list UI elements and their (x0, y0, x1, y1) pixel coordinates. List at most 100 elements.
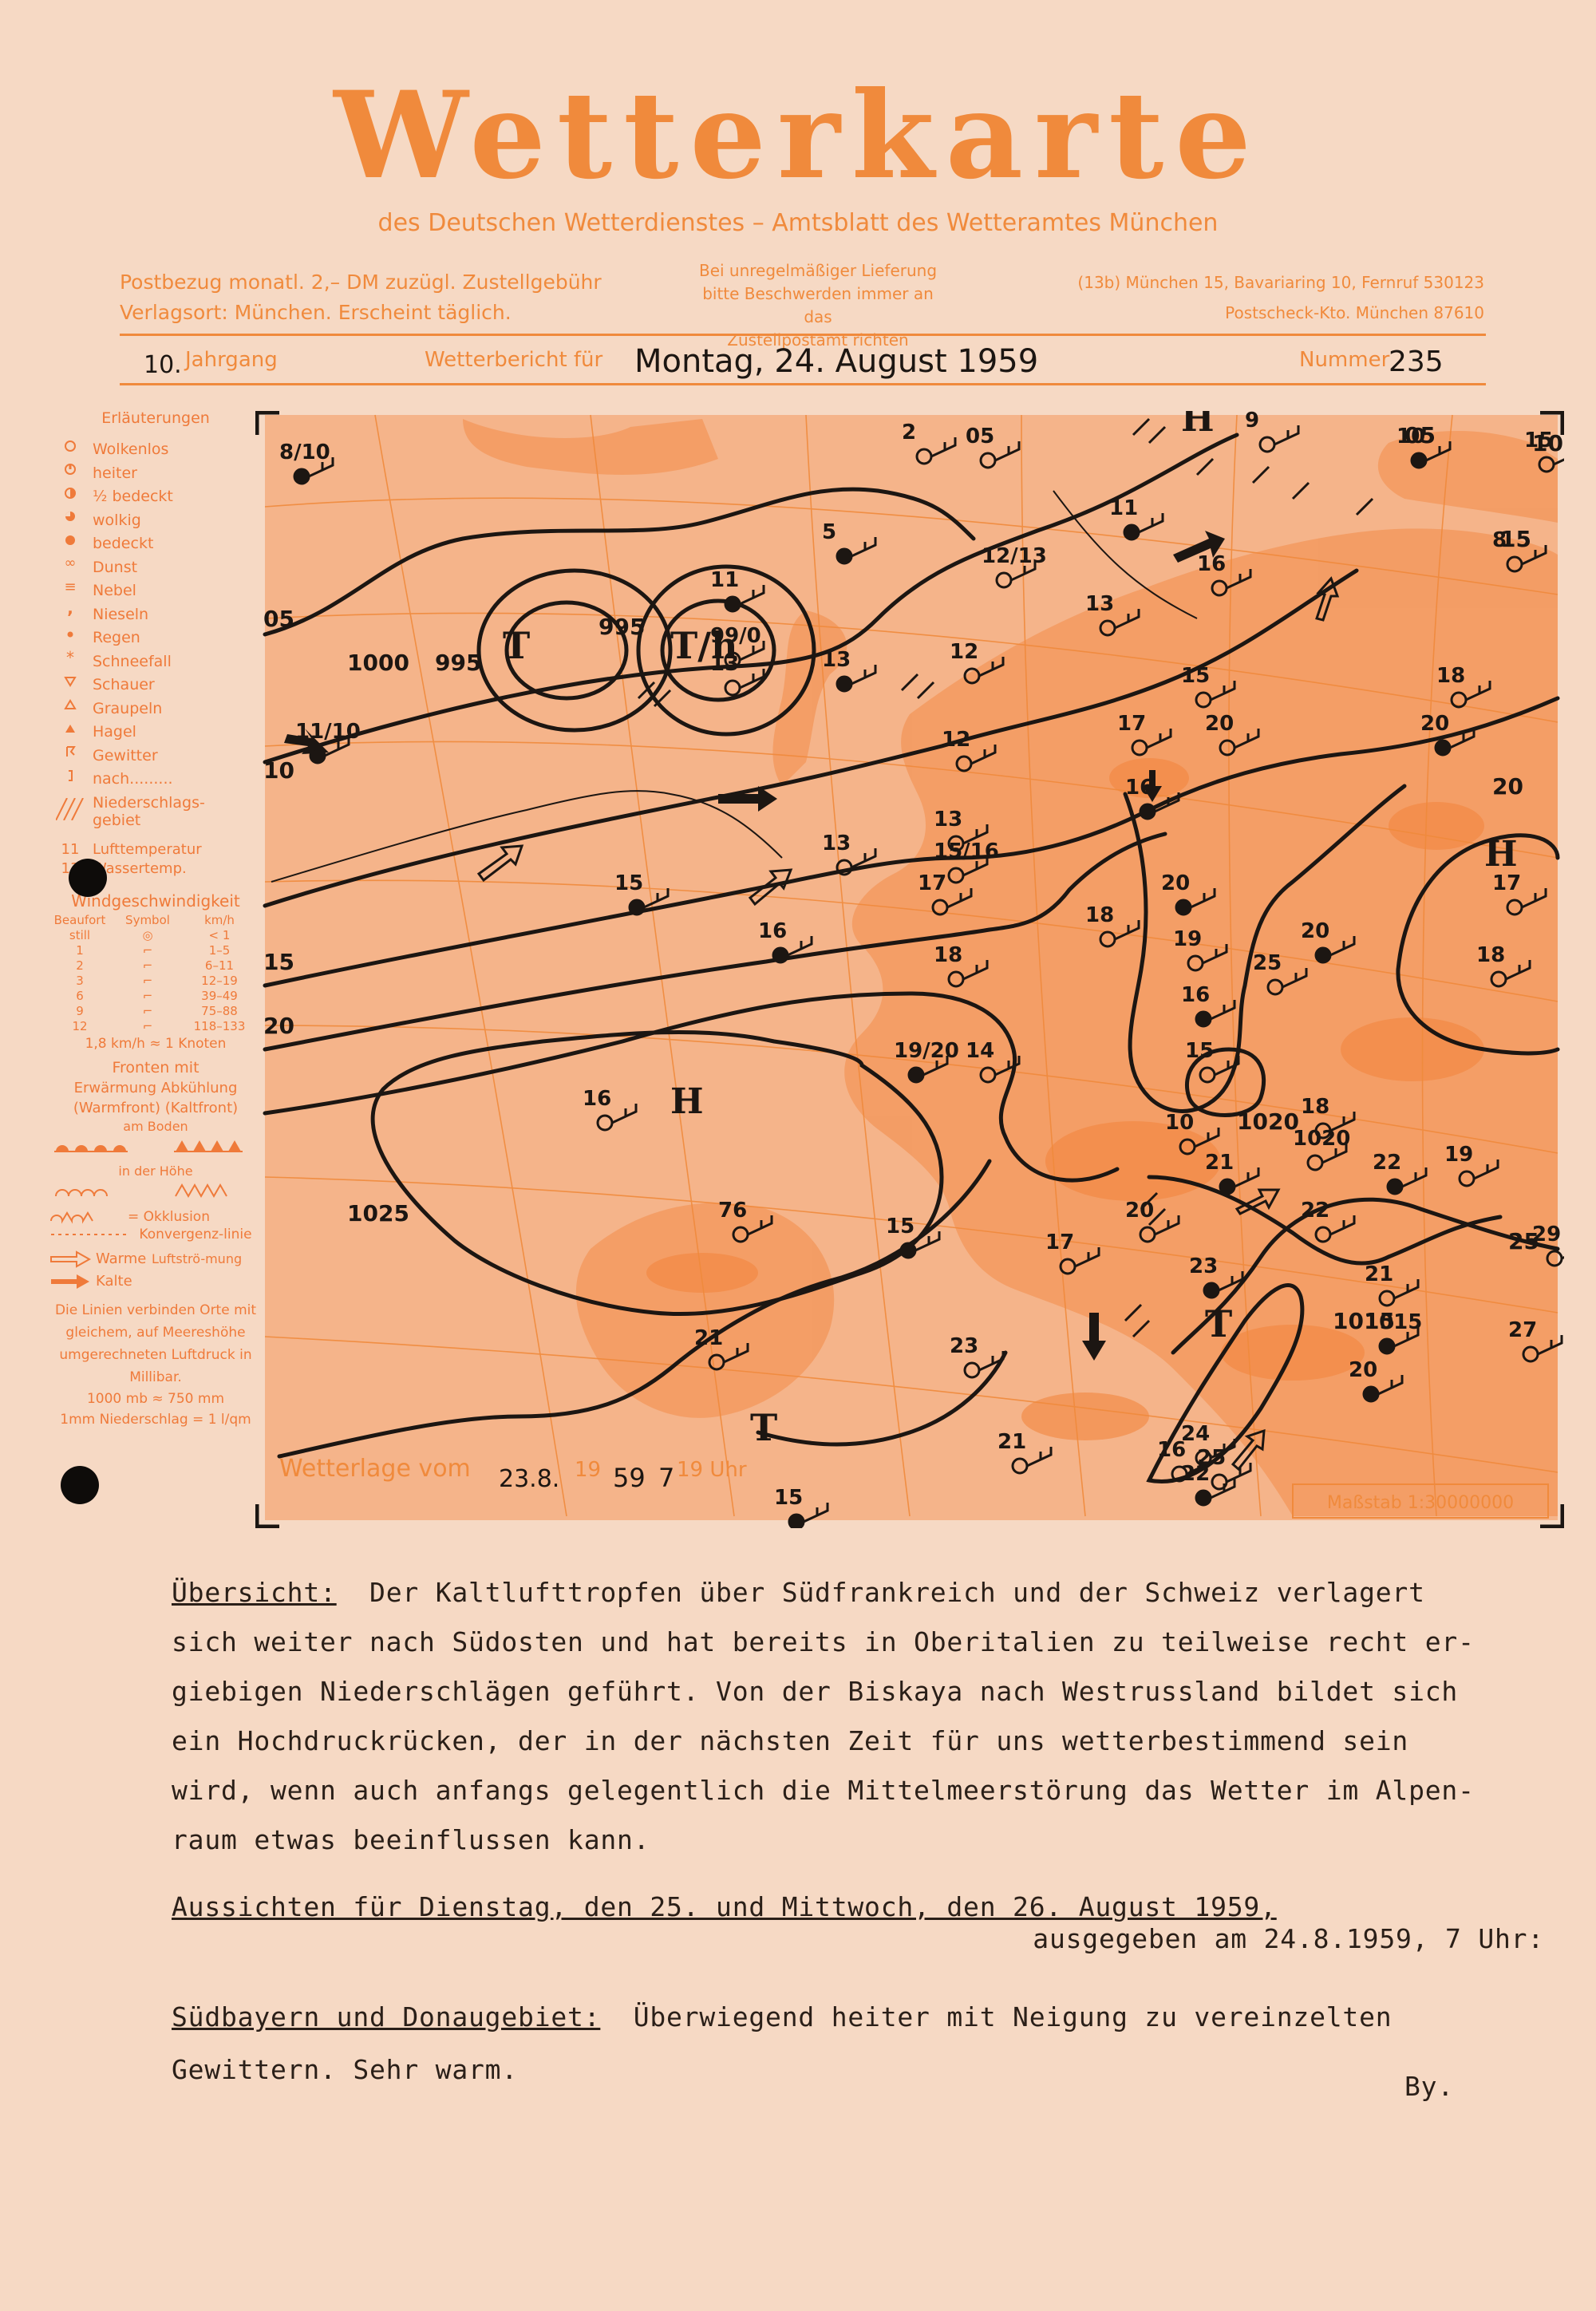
weather-map-canvas: 8/102051015911816512/13131199/0131312121… (255, 399, 1587, 1531)
masthead-title: Wetterkarte (334, 65, 1262, 206)
station-value: 13 (710, 652, 739, 676)
wind-barb-icon (803, 1503, 829, 1523)
wind-barb-icon (994, 441, 1021, 462)
wind-barb-icon (1505, 960, 1531, 981)
precip-hatches (637, 417, 1374, 1338)
cold-arrow-icon (51, 1274, 89, 1289)
high-pressure-label: H (670, 1081, 704, 1122)
station-value: 15 (1524, 429, 1553, 452)
wind-barb-icon (1154, 1215, 1180, 1236)
wind-barb-icon (308, 457, 334, 478)
station-value: 16 (1197, 552, 1226, 576)
precip-legend: Niederschlags-gebiet (48, 794, 263, 829)
isobar-1025-east (1396, 833, 1560, 972)
weather-station: 12/13 (982, 544, 1047, 589)
open-circle-icon (48, 438, 93, 462)
weather-station: 18 (1301, 1095, 1356, 1140)
station-circle-icon (788, 1513, 805, 1531)
station-value: 17 (1492, 871, 1521, 895)
station-value: 19/20 (894, 1039, 959, 1063)
legend-item: Graupeln (48, 697, 263, 721)
convergence-icon (51, 1233, 128, 1235)
isobar-label: 15 (1500, 526, 1531, 552)
wind-barb-icon (643, 888, 670, 909)
wind-barb-icon (324, 737, 350, 757)
circle-half-icon (48, 485, 93, 509)
weather-station: 13 (710, 652, 765, 697)
wind-barb-icon (1190, 888, 1216, 909)
wind-barb-icon (1074, 1247, 1100, 1268)
cold-arrow-icon (718, 786, 777, 812)
legend-title: Erläuterungen (101, 409, 210, 427)
wind-barb-icon (1114, 609, 1140, 630)
weather-station: 19 (1444, 1143, 1499, 1187)
wind-barb-icon (1401, 1167, 1428, 1188)
report-label: Wetterbericht für (425, 348, 603, 372)
low-rings (476, 564, 816, 737)
weather-station: 15/16 (934, 839, 999, 884)
wind-barb-icon (1449, 729, 1476, 749)
station-value: 2 (902, 421, 916, 444)
subscription-info: Postbezug monatl. 2,– DM zuzügl. Zustell… (120, 271, 602, 324)
legend-item: heiter (48, 461, 263, 485)
weather-station: 17 (1117, 712, 1172, 757)
isobar-label: 10 (1532, 430, 1563, 456)
wind-barb-icon (1393, 1327, 1420, 1348)
warm-arrow-icon (1315, 576, 1340, 622)
station-circle-icon (1219, 1178, 1236, 1195)
wind-barb-icon (1218, 1271, 1244, 1292)
station-circle-icon (836, 547, 853, 565)
address-info: (13b) München 15, Bavariaring 10, Fernru… (1077, 273, 1484, 322)
station-circle-icon (1139, 803, 1156, 820)
station-circle-icon (1175, 899, 1192, 916)
wind-barb-icon (1202, 944, 1228, 965)
isobar-low-alps (1184, 1047, 1266, 1117)
isobar-label: 20 (263, 1013, 294, 1039)
station-value: 13 (1085, 592, 1114, 616)
wind-title: Windgeschwindigkeit (71, 891, 240, 911)
station-value: 13 (822, 832, 851, 855)
weather-station: 17 (918, 871, 973, 916)
weather-station: 21 (998, 1430, 1053, 1475)
wind-barb-icon (1214, 1056, 1240, 1076)
station-circle-icon (1123, 523, 1140, 541)
isobar-1015-east (1123, 784, 1407, 1113)
wind-barb-icon (1210, 681, 1236, 701)
station-value: 18 (1085, 903, 1114, 927)
station-circle-icon (1386, 1178, 1404, 1195)
weather-station: 15 (1185, 1039, 1240, 1084)
region-forecast: Südbayern und Donaugebiet: Überwiegend h… (172, 2001, 1393, 2085)
station-value: 20 (1349, 1358, 1377, 1382)
isobar-1015-southeast (1171, 1197, 1560, 1355)
weather-station: 15 (886, 1215, 941, 1259)
wind-table-row: 9⌐75–88 (76, 1003, 238, 1018)
wind-barb-icon (1274, 425, 1300, 446)
map-caption-year-hand: 59 (613, 1463, 646, 1493)
svg-text:*: * (66, 650, 74, 666)
station-value: 15/16 (934, 839, 999, 863)
isobar-label: 15 (263, 949, 294, 975)
station-value: 22 (1373, 1151, 1401, 1175)
weather-station: 12 (942, 728, 997, 772)
station-value: 12/13 (982, 544, 1047, 568)
wind-barb-icon (930, 437, 957, 458)
station-value: 8 (1492, 528, 1507, 552)
weather-station: 20 (1349, 1358, 1404, 1403)
asterisk-icon: * (48, 648, 93, 674)
weather-station: 14 (966, 1039, 1021, 1084)
wind-barb-icon (1234, 729, 1260, 749)
weather-station: 21 (1205, 1151, 1260, 1195)
station-circle-icon (907, 1066, 925, 1084)
wind-barb-icon (915, 1231, 941, 1252)
circle-quarter-icon (48, 461, 93, 485)
wind-barb-icon (851, 537, 877, 558)
weather-station: 23 (950, 1334, 1005, 1379)
weather-station: 19 (1173, 927, 1228, 972)
weather-station: 99/0 (710, 624, 765, 669)
wind-barb-icon (1329, 936, 1356, 957)
isobar-1015 (263, 568, 1359, 908)
wind-table-row: 1⌐1–5 (76, 942, 231, 958)
station-value: 18 (1436, 664, 1465, 688)
